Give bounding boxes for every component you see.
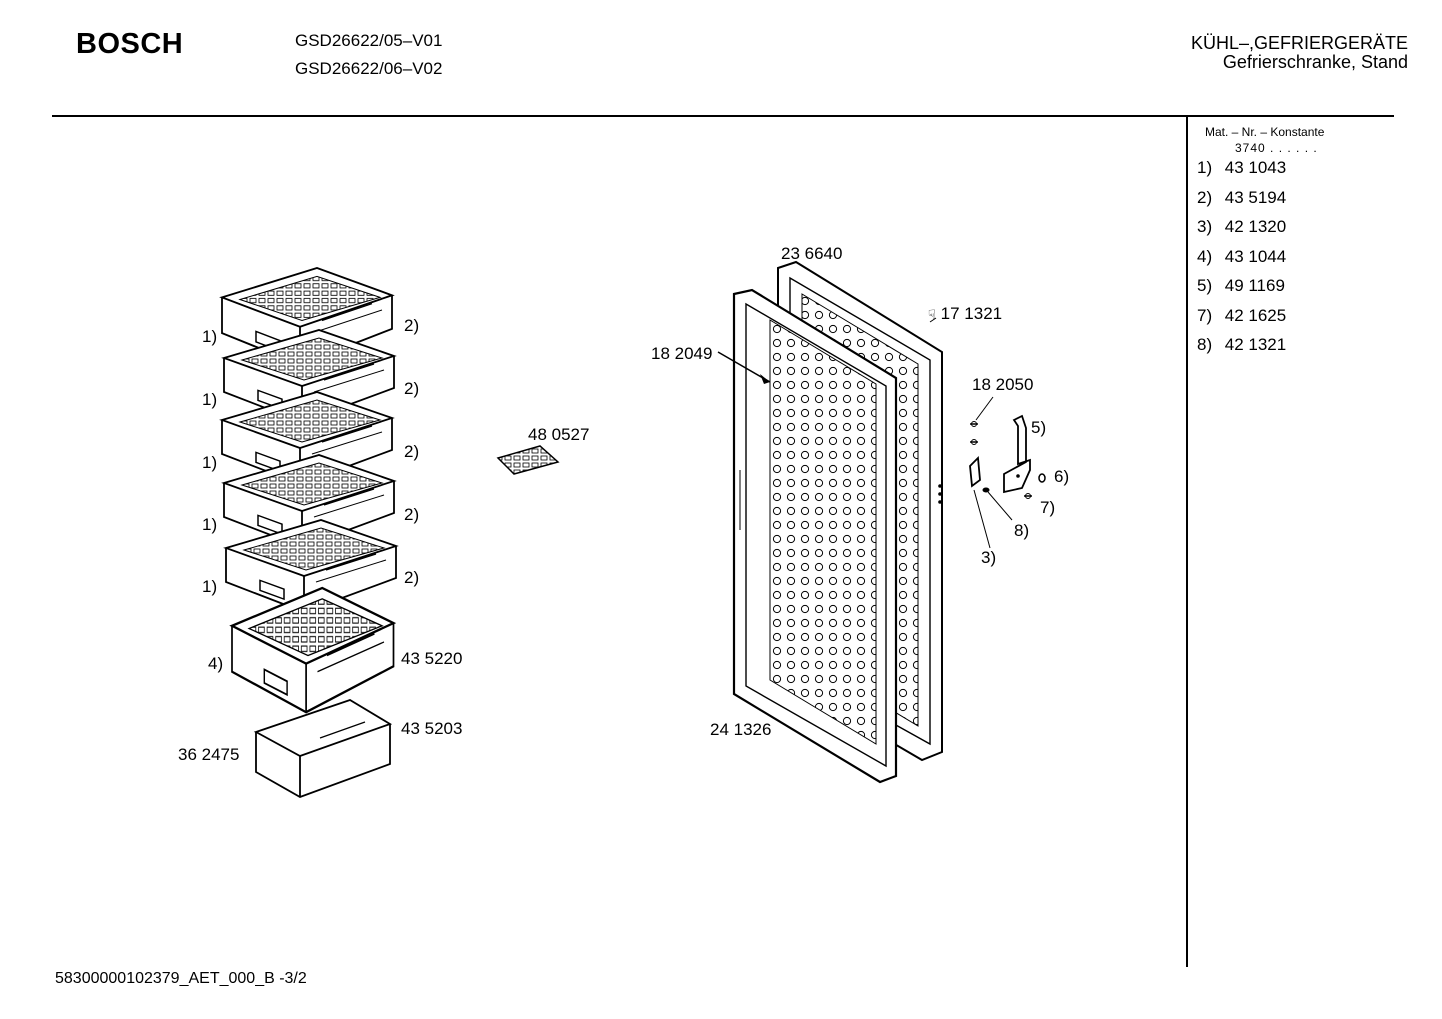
category-subtitle: Gefrierschranke, Stand [1222, 52, 1408, 72]
bottom-basket [253, 699, 393, 798]
part-label-480527: 48 0527 [528, 425, 590, 444]
model-number-2: GSD26622/06–V02 [295, 59, 443, 78]
hook-icon: ☟ [928, 307, 936, 322]
callout-6: 6) [1054, 467, 1070, 486]
callout-1: 1) [202, 515, 218, 534]
part-label-182049: 18 2049 [651, 344, 713, 363]
callout-1: 1) [202, 453, 218, 472]
hinge-bracket [1003, 414, 1031, 494]
cap [982, 487, 1032, 499]
sidebar-divider [1186, 117, 1188, 967]
list-item: 4) 43 1044 [1197, 246, 1287, 266]
part-label-435220: 43 5220 [401, 649, 463, 668]
washer [1038, 473, 1046, 483]
list-item: 1) 43 1043 [1197, 158, 1287, 177]
callout-2: 2) [404, 505, 420, 524]
callout-2: 2) [404, 316, 420, 335]
ice-tray [496, 445, 560, 475]
material-heading: Mat. – Nr. – Konstante [1205, 125, 1325, 139]
hinge-pin [969, 456, 981, 488]
list-item: 2) 43 5194 [1197, 187, 1287, 207]
door-gasket [732, 288, 898, 784]
callout-7: 7) [1040, 498, 1056, 517]
part-label-182050: 18 2050 [972, 375, 1034, 394]
callout-1: 1) [202, 327, 218, 346]
part-label-435203: 43 5203 [401, 719, 463, 738]
callout-4: 4) [208, 654, 224, 673]
list-item: 8) 42 1321 [1197, 335, 1287, 354]
callout-2: 2) [404, 379, 420, 398]
callout-5: 5) [1031, 418, 1047, 437]
callout-2: 2) [404, 568, 420, 587]
part-label-362475: 36 2475 [178, 745, 240, 764]
brand-logo: BOSCH [76, 28, 184, 60]
drawer-large [230, 586, 395, 714]
material-constant: 3740 . . . . . . [1235, 141, 1318, 155]
header-divider [52, 115, 1394, 117]
part-label-241326: 24 1326 [710, 720, 772, 739]
callout-1: 1) [202, 577, 218, 596]
part-label-236640: 23 6640 [781, 244, 843, 263]
category-title: KÜHL–,GEFRIERGERÄTE [1190, 33, 1408, 53]
screw-small [970, 421, 978, 445]
callout-3: 3) [981, 548, 997, 567]
list-item: 7) 42 1625 [1197, 305, 1287, 325]
list-item: 5) 49 1169 [1197, 276, 1285, 295]
callout-2: 2) [404, 442, 420, 461]
model-number-1: GSD26622/05–V01 [295, 31, 443, 50]
callout-1: 1) [202, 390, 218, 409]
callout-8: 8) [1014, 521, 1030, 540]
list-item: 3) 42 1320 [1197, 217, 1287, 236]
part-label-171321: ☟ 17 1321 [928, 304, 1003, 323]
document-id: 58300000102379_AET_000_B -3/2 [55, 970, 307, 987]
parts-list: 1) 43 1043 2) 43 5194 3) 42 1320 4) 43 1… [1197, 157, 1286, 364]
